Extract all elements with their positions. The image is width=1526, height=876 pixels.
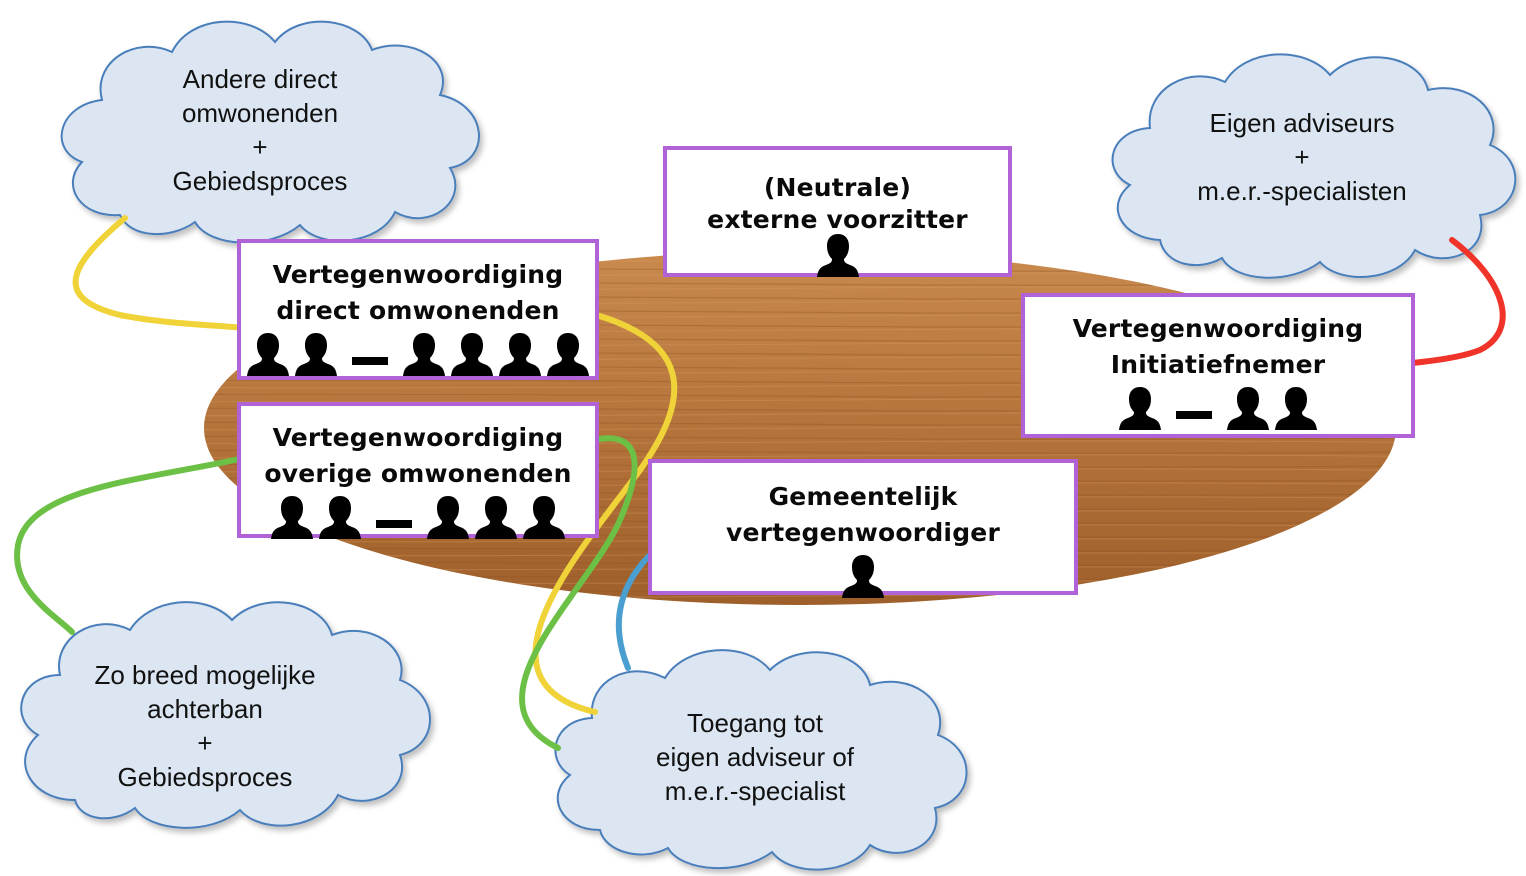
person-icon	[522, 494, 566, 540]
box-direct-line1: Vertegenwoordiging	[272, 260, 564, 289]
people-row	[1025, 385, 1411, 431]
people-row	[241, 494, 595, 540]
person-icon	[426, 494, 470, 540]
box-municipal-line2: vertegenwoordiger	[726, 518, 1000, 547]
range-dash-icon	[352, 357, 388, 365]
cloud-line: omwonenden	[181, 98, 339, 128]
cloud-line: Gebiedsproces	[117, 762, 293, 792]
person-icon	[474, 494, 518, 540]
box-other-line1: Vertegenwoordiging	[272, 423, 564, 452]
cloud-line: +	[252, 132, 268, 162]
connector-yellow-top-left	[72, 215, 268, 333]
cloud-text-bottom-left: Zo breed mogelijke achterban + Gebiedspr…	[70, 658, 340, 794]
person-icon	[546, 331, 590, 377]
box-other-line2: overige omwonenden	[264, 459, 572, 488]
person-icon	[1274, 385, 1318, 431]
box-chair-line2: externe voorzitter	[707, 205, 968, 234]
person-icon	[318, 494, 362, 540]
people-row	[241, 331, 595, 377]
person-icon	[498, 331, 542, 377]
box-municipal: Gemeentelijk vertegenwoordiger	[648, 459, 1078, 598]
box-initiator-line2: Initiatiefnemer	[1110, 350, 1326, 379]
box-initiator: Vertegenwoordiging Initiatiefnemer	[1021, 293, 1415, 438]
person-icon	[1226, 385, 1270, 431]
cloud-line: achterban	[147, 694, 263, 724]
person-icon	[246, 331, 290, 377]
box-direct-residents: Vertegenwoordiging direct omwonenden	[237, 239, 599, 380]
connector-green-left	[14, 452, 261, 635]
cloud-text-top-left: Andere direct omwonenden + Gebiedsproces	[150, 62, 370, 198]
cloud-line: m.e.r.-specialisten	[1197, 176, 1407, 206]
person-icon	[816, 232, 860, 278]
cloud-top-left	[60, 20, 480, 244]
cloud-line: +	[197, 728, 213, 758]
person-icon	[270, 494, 314, 540]
person-icon	[402, 331, 446, 377]
range-dash-icon	[1176, 411, 1212, 419]
cloud-line: Zo breed mogelijke	[94, 660, 316, 690]
person-icon	[450, 331, 494, 377]
box-other-residents: Vertegenwoordiging overige omwonenden	[237, 402, 599, 540]
cloud-line: Toegang tot	[687, 708, 823, 738]
cloud-line: Andere direct	[182, 64, 338, 94]
cloud-bottom-left	[20, 601, 431, 829]
person-icon	[294, 331, 338, 377]
range-dash-icon	[376, 520, 412, 528]
cloud-line: eigen adviseur of	[655, 742, 855, 772]
people-row	[667, 232, 1008, 278]
cloud-text-bottom-center: Toegang tot eigen adviseur of m.e.r.-spe…	[625, 706, 885, 808]
box-municipal-line1: Gemeentelijk	[768, 482, 958, 511]
people-row	[652, 553, 1074, 599]
person-icon	[1118, 385, 1162, 431]
cloud-text-top-right: Eigen adviseurs + m.e.r.-specialisten	[1172, 106, 1432, 208]
cloud-line: m.e.r.-specialist	[664, 776, 846, 806]
cloud-line: Eigen adviseurs	[1209, 108, 1395, 138]
cloud-line: +	[1294, 142, 1310, 172]
box-chair: (Neutrale) externe voorzitter	[663, 146, 1012, 277]
person-icon	[841, 553, 885, 599]
cloud-top-right	[1111, 53, 1517, 279]
cloud-line: Gebiedsproces	[172, 166, 348, 196]
cloud-bottom-center	[554, 649, 968, 871]
box-chair-line1: (Neutrale)	[763, 173, 912, 202]
connector-green-center	[519, 435, 638, 751]
box-initiator-line1: Vertegenwoordiging	[1072, 314, 1364, 343]
box-direct-line2: direct omwonenden	[276, 296, 560, 325]
